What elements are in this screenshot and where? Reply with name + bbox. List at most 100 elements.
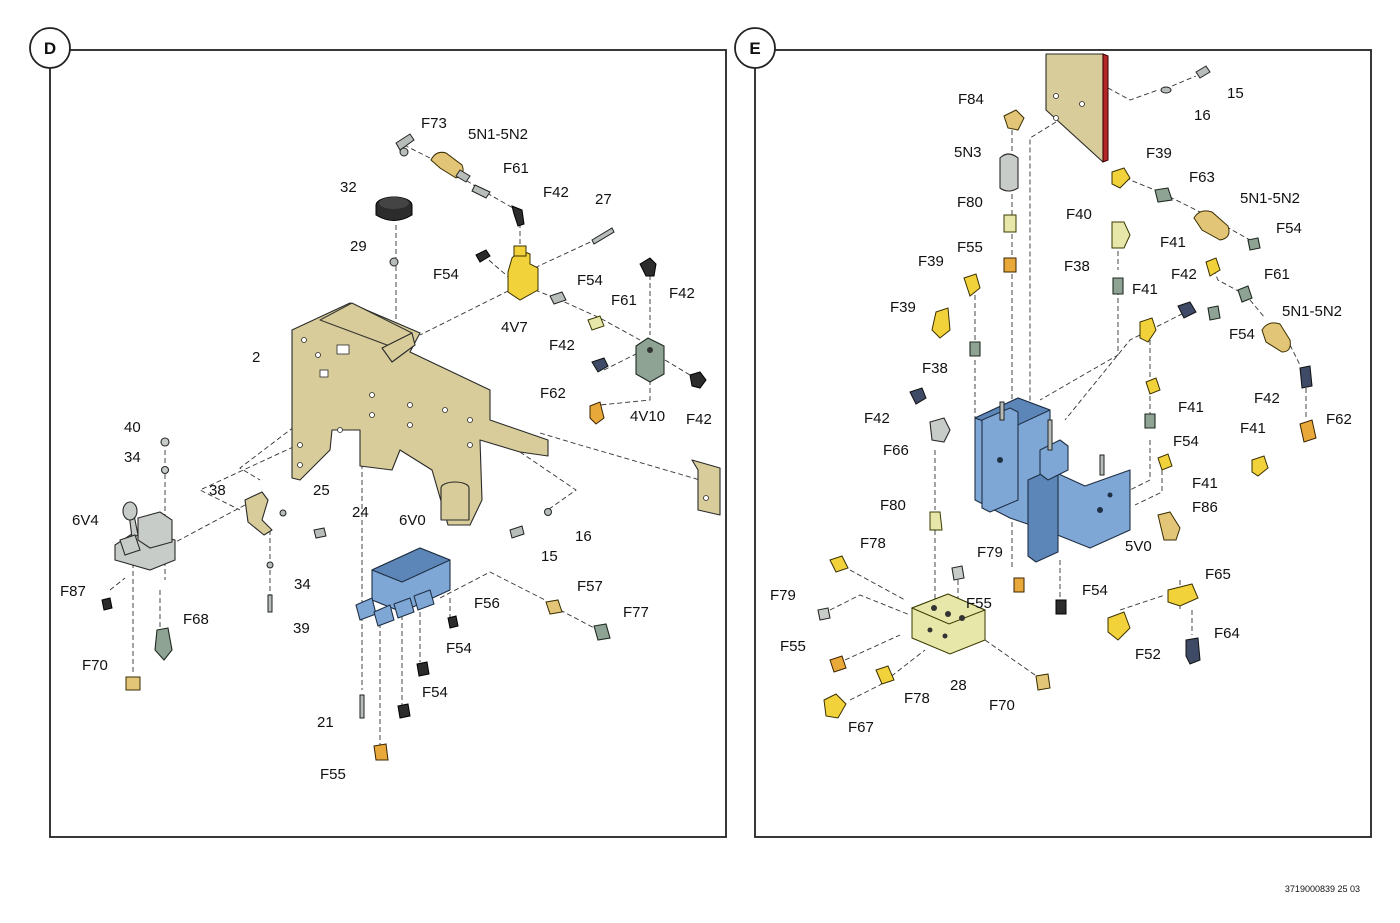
label-f42: F42 — [549, 337, 575, 354]
fasteners-40-34 — [160, 437, 170, 475]
label-39: 39 — [293, 620, 310, 637]
label-6v0: 6V0 — [399, 512, 426, 529]
label-f41: F41 — [1240, 420, 1266, 437]
label-5n1-5n2: 5N1-5N2 — [1240, 190, 1300, 207]
label-f40: F40 — [1066, 206, 1092, 223]
knob-32 — [375, 196, 413, 267]
panel-d-badge — [29, 27, 71, 69]
panel-e-labels: 15 16 F84 5N3 F39 F63 5N1-5N2 F80 F40 F5… — [770, 85, 1352, 736]
label-f79: F79 — [770, 587, 796, 604]
panel-e-badge — [734, 27, 776, 69]
fittings-f65-f52-f64 — [1107, 583, 1201, 665]
label-f54: F54 — [422, 684, 448, 701]
fittings-6v4-lower — [101, 597, 173, 691]
valve-6v4 — [114, 501, 176, 571]
label-21: 21 — [317, 714, 334, 731]
sensor-5n1-5n2-e-lower — [1177, 257, 1317, 443]
label-f78: F78 — [860, 535, 886, 552]
label-f66: F66 — [883, 442, 909, 459]
sensor-5n1-5n2-d — [395, 133, 525, 227]
label-f41: F41 — [1178, 399, 1204, 416]
label-f57: F57 — [577, 578, 603, 595]
label-f61: F61 — [503, 160, 529, 177]
label-5n3: 5N3 — [954, 144, 982, 161]
label-5n1-5n2: 5N1-5N2 — [468, 126, 528, 143]
label-32: 32 — [340, 179, 357, 196]
fittings-f42-f66 — [909, 387, 951, 443]
label-f52: F52 — [1135, 646, 1161, 663]
fitting-f86 — [1157, 511, 1181, 541]
label-f39: F39 — [1146, 145, 1172, 162]
label-6v4: 6V4 — [72, 512, 99, 529]
label-38: 38 — [209, 482, 226, 499]
fittings-left-column — [931, 273, 981, 357]
valve-4v7 — [475, 245, 567, 305]
label-f79: F79 — [977, 544, 1003, 561]
label-f80: F80 — [880, 497, 906, 514]
label-f41: F41 — [1192, 475, 1218, 492]
valve-4v10 — [587, 257, 707, 425]
label-28: 28 — [950, 677, 967, 694]
label-34: 34 — [294, 576, 311, 593]
label-f54: F54 — [1276, 220, 1302, 237]
label-f39: F39 — [890, 299, 916, 316]
label-f54: F54 — [1082, 582, 1108, 599]
sensor-5n1-5n2-e-upper — [1193, 210, 1261, 251]
label-5v0: 5V0 — [1125, 538, 1152, 555]
fittings-lower-middle — [929, 511, 1067, 615]
label-f55: F55 — [957, 239, 983, 256]
label-29: 29 — [350, 238, 367, 255]
label-4v7: 4V7 — [501, 319, 528, 336]
label-f73: F73 — [421, 115, 447, 132]
label-f41: F41 — [1132, 281, 1158, 298]
label-f42: F42 — [1254, 390, 1280, 407]
screws-15-16 — [509, 508, 552, 539]
valve-6v0 — [355, 547, 451, 627]
panel-e-letter: E — [749, 39, 760, 58]
panel-d-labels: F73 5N1-5N2 F61 F42 27 32 29 F54 4V7 F54… — [60, 115, 712, 783]
label-15: 15 — [1227, 85, 1244, 102]
label-f42: F42 — [669, 285, 695, 302]
label-f54: F54 — [577, 272, 603, 289]
label-f64: F64 — [1214, 625, 1240, 642]
label-f42: F42 — [864, 410, 890, 427]
panel-e: E — [734, 27, 1372, 838]
label-f86: F86 — [1192, 499, 1218, 516]
label-f78: F78 — [904, 690, 930, 707]
label-27: 27 — [595, 191, 612, 208]
label-f65: F65 — [1205, 566, 1231, 583]
label-5n1-5n2: 5N1-5N2 — [1282, 303, 1342, 320]
label-f80: F80 — [957, 194, 983, 211]
label-40: 40 — [124, 419, 141, 436]
label-f39: F39 — [918, 253, 944, 270]
panel-e-assembly-lines — [829, 75, 1307, 701]
fittings-6v0 — [359, 599, 611, 761]
label-f42: F42 — [1171, 266, 1197, 283]
label-f67: F67 — [848, 719, 874, 736]
block-28 — [910, 593, 987, 655]
label-f38: F38 — [1064, 258, 1090, 275]
label-4v10: 4V10 — [630, 408, 665, 425]
screw-washer-15-16 — [1160, 65, 1211, 94]
fittings-f39-column — [1111, 167, 1173, 295]
label-f55: F55 — [780, 638, 806, 655]
label-16: 16 — [575, 528, 592, 545]
panel-d-letter: D — [44, 39, 56, 58]
mounting-plate-e — [1045, 53, 1109, 163]
label-f54: F54 — [446, 640, 472, 657]
bracket-38 — [244, 491, 327, 613]
panel-d: D — [29, 27, 727, 838]
label-f56: F56 — [474, 595, 500, 612]
label-f54: F54 — [1173, 433, 1199, 450]
label-2: 2 — [252, 349, 260, 366]
label-f42: F42 — [543, 184, 569, 201]
label-15: 15 — [541, 548, 558, 565]
panel-e-frame — [754, 49, 1372, 838]
label-f62: F62 — [1326, 411, 1352, 428]
label-f87: F87 — [60, 583, 86, 600]
label-f55: F55 — [966, 595, 992, 612]
bracket-plate-2 — [291, 302, 549, 526]
label-f70: F70 — [82, 657, 108, 674]
label-f70: F70 — [989, 697, 1015, 714]
